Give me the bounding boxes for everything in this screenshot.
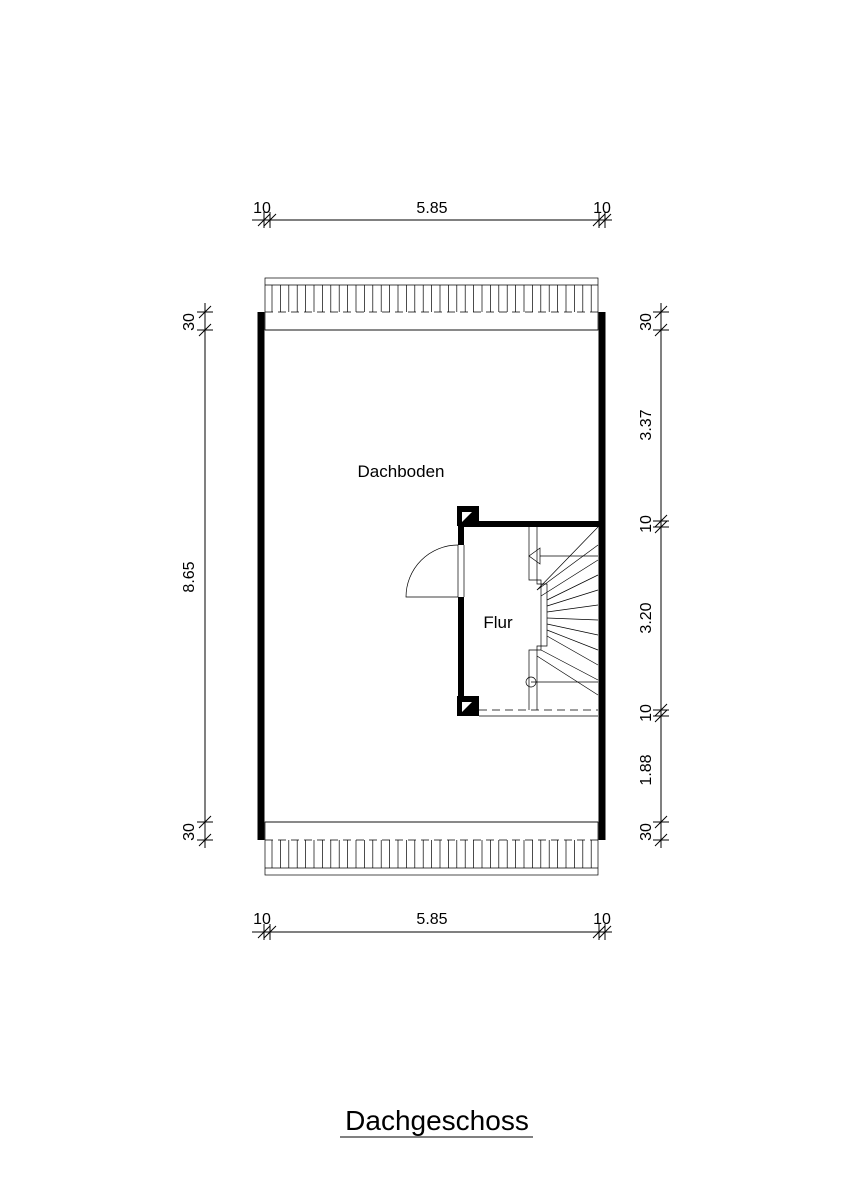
dim-left-middle: 8.65 bbox=[181, 561, 198, 592]
dim-top-middle: 5.85 bbox=[416, 200, 447, 217]
dim-top-right: 10 bbox=[593, 200, 611, 217]
dim-right-seg6: 1.88 bbox=[638, 754, 655, 785]
dim-right-seg5: 10 bbox=[638, 704, 655, 722]
top-eave bbox=[264, 277, 599, 331]
dim-right-seg3: 10 bbox=[638, 515, 655, 533]
outer-walls bbox=[257, 312, 606, 840]
hall-door bbox=[405, 544, 465, 598]
drawing-title: Dachgeschoss bbox=[345, 1105, 529, 1136]
room-label-hall: Flur bbox=[483, 613, 513, 632]
dim-right-seg2: 3.37 bbox=[638, 409, 655, 440]
dim-bottom-right: 10 bbox=[593, 911, 611, 928]
dim-left-bottom: 30 bbox=[181, 823, 198, 841]
room-label-attic: Dachboden bbox=[358, 462, 445, 481]
dim-right-seg7: 30 bbox=[638, 823, 655, 841]
dim-bottom-left: 10 bbox=[253, 911, 271, 928]
left-dimension-chain: 30 8.65 30 bbox=[181, 303, 213, 848]
bottom-dimension-chain: 10 5.85 10 bbox=[252, 911, 612, 940]
right-dimension-chain: 30 3.37 10 3.20 10 1.88 30 bbox=[638, 303, 669, 848]
dim-bottom-middle: 5.85 bbox=[416, 911, 447, 928]
top-dimension-chain: 10 5.85 10 bbox=[252, 200, 612, 228]
dim-left-top: 30 bbox=[181, 313, 198, 331]
hall-walls bbox=[457, 506, 602, 717]
bottom-eave bbox=[264, 821, 599, 876]
staircase bbox=[525, 526, 599, 710]
dim-right-seg4: 3.20 bbox=[638, 602, 655, 633]
dim-top-left: 10 bbox=[253, 200, 271, 217]
dim-right-seg1: 30 bbox=[638, 313, 655, 331]
